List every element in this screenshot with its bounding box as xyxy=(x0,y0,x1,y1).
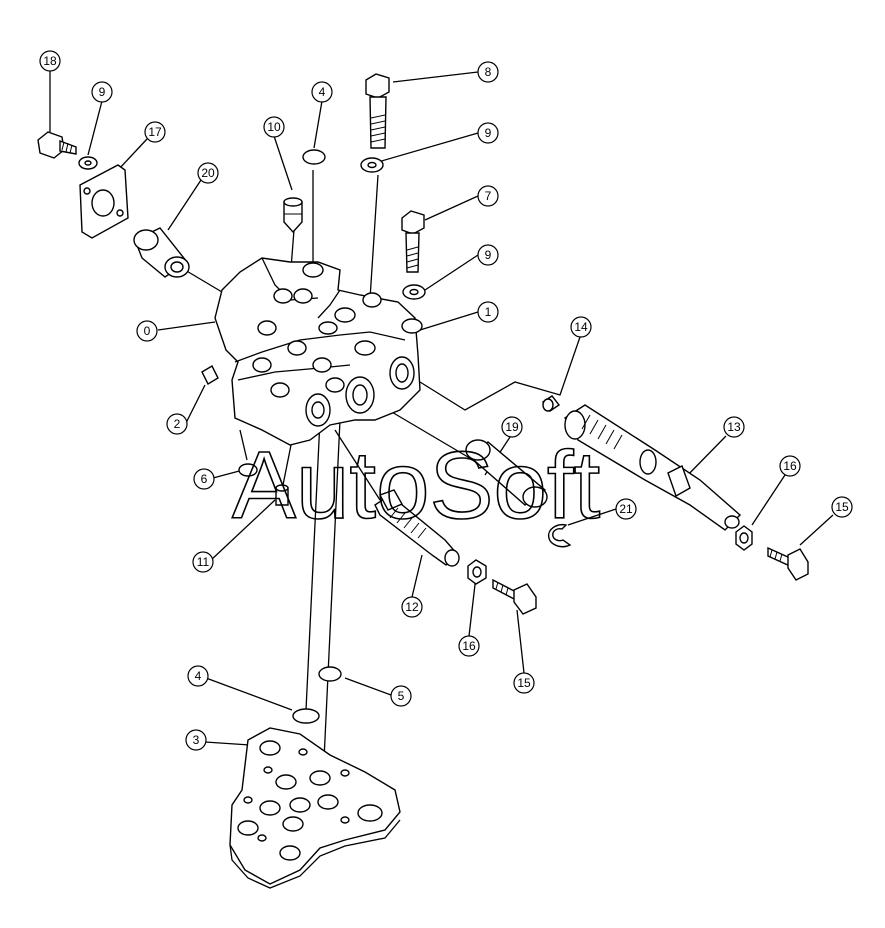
part-18-flange-bolt xyxy=(37,131,77,159)
svg-text:9: 9 xyxy=(485,248,492,262)
part-13-relief-valve xyxy=(564,404,742,531)
svg-text:8: 8 xyxy=(485,65,492,79)
svg-text:11: 11 xyxy=(197,555,210,569)
callout-8: 8 xyxy=(477,61,499,83)
callout-7: 7 xyxy=(477,185,499,207)
callout-19: 19 xyxy=(501,416,523,438)
callout-2: 2 xyxy=(166,413,188,435)
callout-17: 17 xyxy=(144,121,166,143)
svg-text:19: 19 xyxy=(505,420,519,434)
svg-text:10: 10 xyxy=(267,120,281,134)
svg-text:15: 15 xyxy=(835,500,849,514)
svg-text:9: 9 xyxy=(99,85,106,99)
callout-9: 9 xyxy=(477,122,499,144)
part-1-valve-body xyxy=(214,257,423,446)
svg-text:4: 4 xyxy=(319,85,326,99)
svg-text:5: 5 xyxy=(398,689,405,703)
leader-lines xyxy=(49,70,834,761)
part-20-sleeve xyxy=(133,227,190,278)
part-4-o-ring-lower xyxy=(292,708,320,724)
part-12-relief-valve xyxy=(374,489,460,567)
callout-6: 6 xyxy=(193,468,215,490)
svg-text:16: 16 xyxy=(783,459,797,473)
callout-14: 14 xyxy=(570,316,592,338)
part-6-o-ring xyxy=(238,463,258,477)
svg-text:16: 16 xyxy=(462,639,476,653)
part-7-bolt xyxy=(401,210,425,273)
callout-9: 9 xyxy=(91,81,113,103)
callout-11: 11 xyxy=(192,551,214,573)
svg-text:21: 21 xyxy=(619,502,633,516)
svg-text:1: 1 xyxy=(485,305,492,319)
part-17-cover-plate xyxy=(79,164,129,239)
svg-text:17: 17 xyxy=(148,125,162,139)
svg-text:18: 18 xyxy=(43,54,57,68)
svg-text:14: 14 xyxy=(574,320,588,334)
callout-0: 0 xyxy=(136,320,158,342)
callout-9: 9 xyxy=(477,244,499,266)
part-16-nut-right xyxy=(735,525,753,551)
callout-18: 18 xyxy=(39,50,61,72)
callout-13: 13 xyxy=(723,416,745,438)
callout-15: 15 xyxy=(831,496,853,518)
callout-20: 20 xyxy=(197,162,219,184)
part-16-nut-lower xyxy=(467,559,487,585)
part-11-plug xyxy=(275,484,289,506)
svg-text:20: 20 xyxy=(201,166,215,180)
part-15-screw-right xyxy=(767,546,809,581)
callout-15: 15 xyxy=(513,672,535,694)
svg-text:2: 2 xyxy=(174,417,181,431)
part-14-cap xyxy=(541,395,561,412)
part-5-o-ring xyxy=(318,666,342,682)
part-8-long-bolt xyxy=(365,73,390,149)
callout-12: 12 xyxy=(401,596,423,618)
callout-16: 16 xyxy=(458,635,480,657)
svg-text:4: 4 xyxy=(195,669,202,683)
callout-5: 5 xyxy=(390,685,412,707)
part-9-washer-upper xyxy=(360,157,384,173)
svg-text:0: 0 xyxy=(144,324,151,338)
callout-4: 4 xyxy=(187,665,209,687)
svg-text:15: 15 xyxy=(517,676,531,690)
watermark-text: AutoSoft xyxy=(232,432,600,539)
callout-3: 3 xyxy=(185,729,207,751)
part-10-plug xyxy=(283,197,303,234)
callout-21: 21 xyxy=(615,498,637,520)
svg-text:12: 12 xyxy=(405,600,419,614)
svg-text:9: 9 xyxy=(485,126,492,140)
callout-10: 10 xyxy=(263,116,285,138)
part-9-washer xyxy=(78,156,98,170)
part-19-spool xyxy=(465,439,548,508)
svg-text:13: 13 xyxy=(727,420,741,434)
svg-text:6: 6 xyxy=(201,472,208,486)
svg-text:3: 3 xyxy=(193,733,200,747)
part-9-washer-lower xyxy=(402,284,426,300)
part-2-plug xyxy=(201,365,219,385)
part-4-o-ring-upper xyxy=(302,149,326,165)
part-21-snap-ring xyxy=(547,523,572,548)
svg-text:7: 7 xyxy=(485,189,492,203)
callout-1: 1 xyxy=(477,301,499,323)
callout-4: 4 xyxy=(311,81,333,103)
part-15-screw-lower xyxy=(492,578,537,615)
part-3-base-plate xyxy=(229,727,401,889)
callout-16: 16 xyxy=(779,455,801,477)
